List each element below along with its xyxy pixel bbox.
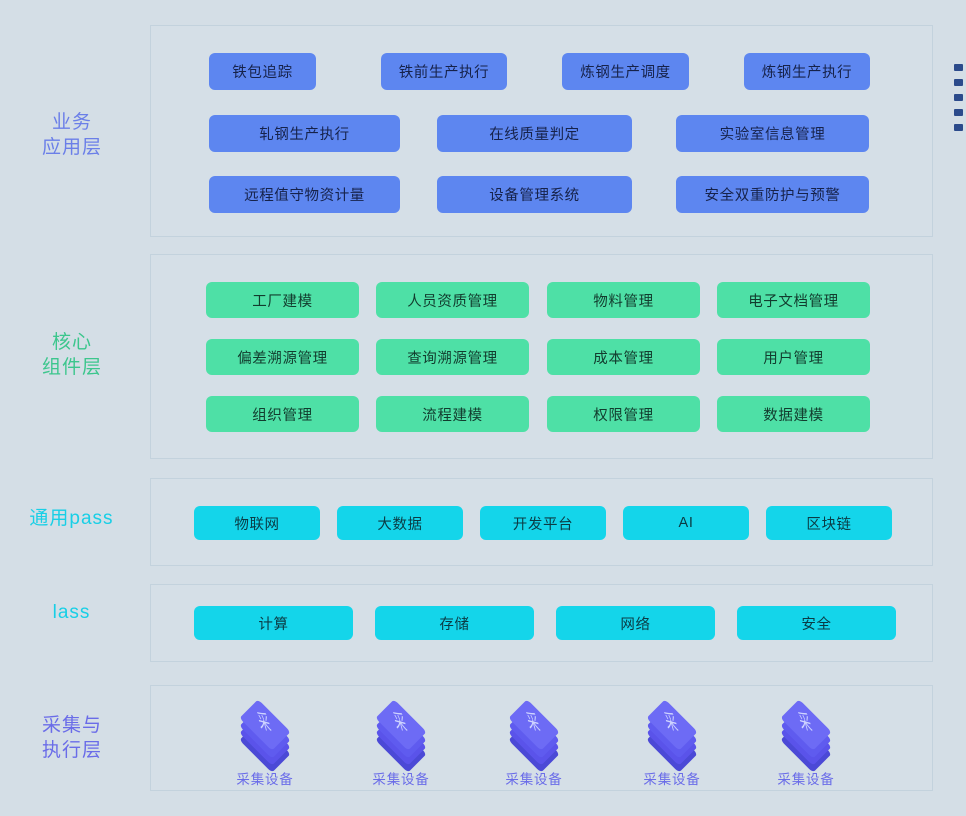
core-tile-permission-management[interactable]: 权限管理 [547,396,700,432]
app-tile-remote-unattended-material-metering[interactable]: 远程值守物资计量 [209,176,400,213]
paas-tile-development-platform[interactable]: 开发平台 [480,506,606,540]
core-tile-factory-modeling[interactable]: 工厂建模 [206,282,359,318]
device-label: 采集设备 [777,772,835,787]
collection-device-icon: 采 [355,694,447,773]
layer-label-business-application: 业务 应用层 [41,112,102,159]
edge-marker-list [954,64,966,139]
layer-label-core-component: 核心 组件层 [41,332,102,379]
paas-tile-iot[interactable]: 物联网 [194,506,320,540]
core-tile-process-modeling[interactable]: 流程建模 [376,396,529,432]
iaas-tile-storage[interactable]: 存储 [375,606,534,640]
edge-marker [954,79,963,86]
paas-tile-ai[interactable]: AI [623,506,749,540]
edge-marker [954,64,963,71]
app-tile-pre-iron-production-execution[interactable]: 铁前生产执行 [381,53,507,90]
core-tile-electronic-document-management[interactable]: 电子文档管理 [717,282,870,318]
core-tile-user-management[interactable]: 用户管理 [717,339,870,375]
collection-device-icon: 采 [219,694,311,773]
core-tile-personnel-qualification-management[interactable]: 人员资质管理 [376,282,529,318]
app-tile-safety-dual-prevention-and-early-warning[interactable]: 安全双重防护与预警 [676,176,869,213]
collection-device-icon: 采 [626,694,718,773]
paas-tile-big-data[interactable]: 大数据 [337,506,463,540]
iaas-tile-security[interactable]: 安全 [737,606,896,640]
core-tile-data-modeling[interactable]: 数据建模 [717,396,870,432]
edge-marker [954,109,963,116]
layer-label-general-paas: 通用pass [29,508,114,529]
collection-device-icon: 采 [488,694,580,773]
device-label: 采集设备 [505,772,563,787]
device-item-5[interactable]: 采 采集设备 [751,694,861,788]
device-label: 采集设备 [372,772,430,787]
device-label: 采集设备 [236,772,294,787]
iaas-tile-network[interactable]: 网络 [556,606,715,640]
app-tile-equipment-management-system[interactable]: 设备管理系统 [437,176,632,213]
device-item-4[interactable]: 采 采集设备 [617,694,727,788]
iaas-tile-compute[interactable]: 计算 [194,606,353,640]
paas-tile-blockchain[interactable]: 区块链 [766,506,892,540]
device-label: 采集设备 [643,772,701,787]
app-tile-steelmaking-production-execution[interactable]: 炼钢生产执行 [744,53,870,90]
edge-marker [954,124,963,131]
app-tile-iron-ladle-tracking[interactable]: 铁包追踪 [209,53,316,90]
core-tile-query-traceability-management[interactable]: 查询溯源管理 [376,339,529,375]
device-item-2[interactable]: 采 采集设备 [346,694,456,788]
core-tile-organization-management[interactable]: 组织管理 [206,396,359,432]
edge-marker [954,94,963,101]
layer-label-collection-execution: 采集与 执行层 [41,715,102,762]
layer-label-iaas: lass [52,602,91,623]
device-item-3[interactable]: 采 采集设备 [479,694,589,788]
app-tile-rolling-production-execution[interactable]: 轧钢生产执行 [209,115,400,152]
core-tile-cost-management[interactable]: 成本管理 [547,339,700,375]
app-tile-steelmaking-production-scheduling[interactable]: 炼钢生产调度 [562,53,689,90]
core-tile-material-management[interactable]: 物料管理 [547,282,700,318]
app-tile-online-quality-determination[interactable]: 在线质量判定 [437,115,632,152]
app-tile-laboratory-information-management[interactable]: 实验室信息管理 [676,115,869,152]
device-item-1[interactable]: 采 采集设备 [210,694,320,788]
collection-device-icon: 采 [760,694,852,773]
core-tile-deviation-traceability-management[interactable]: 偏差溯源管理 [206,339,359,375]
